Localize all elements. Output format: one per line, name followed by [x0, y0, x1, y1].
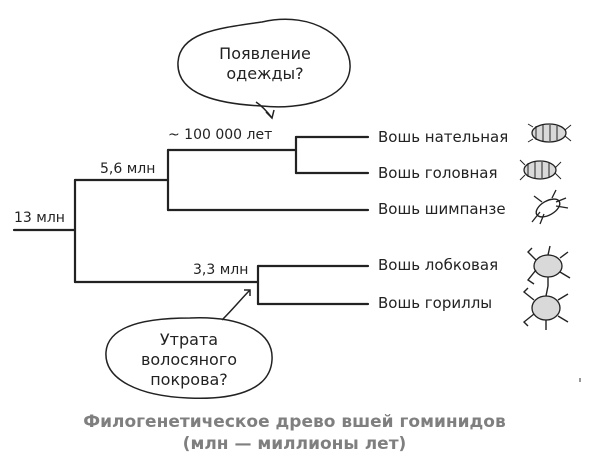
- chimpanzee-louse-icon: [531, 189, 569, 225]
- top-bubble-line-1: Появление: [219, 44, 311, 63]
- leaf-label-body-louse: Вошь нательная: [378, 128, 509, 146]
- lower-node-label: 3,3 млн: [193, 262, 249, 278]
- caption-line-1: Филогенетическое древо вшей гоминидов: [83, 412, 506, 432]
- leaf-label-pubic-louse: Вошь лобковая: [378, 256, 499, 274]
- leaf-label-gorilla-louse: Вошь гориллы: [378, 294, 493, 312]
- leaf-label-head-louse: Вошь головная: [378, 164, 498, 182]
- top-bubble-arrowhead: [265, 109, 275, 120]
- bottom-bubble-line-3: покрова?: [150, 370, 228, 389]
- human-node-label: ~ 100 000 лет: [168, 127, 273, 143]
- pubic-louse-icon: [526, 245, 571, 286]
- upper-node-label: 5,6 млн: [100, 161, 156, 177]
- top-bubble-text: Появление одежды?: [180, 44, 350, 84]
- leaf-label-chimpanzee-louse: Вошь шимпанзе: [378, 200, 506, 218]
- bottom-bubble-arrowhead: [244, 289, 251, 296]
- top-bubble-line-2: одежды?: [226, 64, 304, 83]
- figure-caption: Филогенетическое древо вшей гоминидов (м…: [0, 411, 589, 455]
- bottom-bubble-line-1: Утрата: [159, 330, 219, 349]
- bottom-bubble-line-2: волосяного: [140, 350, 238, 369]
- gorilla-louse-icon: [522, 285, 569, 330]
- bottom-bubble-text: Утрата волосяного покрова?: [106, 330, 272, 390]
- bottom-bubble-outline: [105, 317, 273, 400]
- body-louse-icon: [527, 123, 572, 143]
- caption-line-2: (млн — миллионы лет): [182, 434, 407, 454]
- bottom-bubble-pointer: [221, 289, 251, 321]
- head-louse-icon: [519, 159, 562, 181]
- root-node-label: 13 млн: [14, 210, 65, 226]
